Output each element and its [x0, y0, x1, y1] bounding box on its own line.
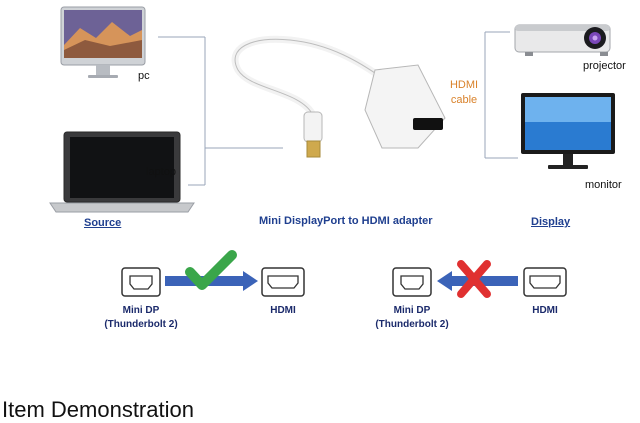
projector-label: projector	[583, 60, 626, 72]
flow-bad-source-label: Mini DP (Thunderbolt 2)	[371, 304, 453, 332]
monitor-label: monitor	[585, 179, 622, 191]
pc-icon	[60, 6, 146, 78]
adapter-heading: Mini DisplayPort to HDMI adapter	[259, 215, 433, 227]
flow-ok-source-line1: Mini DP	[122, 305, 160, 316]
source-connector-lines	[158, 36, 283, 186]
flow-ok-target-label: HDMI	[270, 305, 296, 316]
source-heading: Source	[84, 217, 122, 229]
laptop-icon	[49, 131, 195, 213]
display-connector-lines	[484, 31, 518, 159]
laptop-label: laptop	[146, 166, 176, 178]
hdmi-cable-label: HDMI cable	[447, 78, 481, 108]
hdmi-cable-label-line2: cable	[450, 94, 478, 106]
arrow-left-icon	[452, 276, 518, 286]
display-heading: Display	[531, 216, 571, 228]
flow-ok-source-label: Mini DP (Thunderbolt 2)	[100, 304, 182, 332]
projector-icon	[514, 24, 611, 56]
check-icon	[185, 250, 237, 290]
flow-bad-source-line1: Mini DP	[393, 305, 431, 316]
flow-bad-target-label: HDMI	[532, 305, 558, 316]
cross-icon	[457, 260, 491, 298]
monitor-icon	[521, 93, 615, 169]
pc-label: pc	[138, 70, 150, 82]
footer-title: Item Demonstration	[2, 397, 194, 422]
adapter-icon	[231, 35, 446, 158]
flow-bad-source-line2: (Thunderbolt 2)	[375, 319, 449, 330]
flow-ok-graphics	[121, 250, 305, 297]
flow-bad-graphics	[392, 260, 567, 298]
hdmi-cable-label-line1: HDMI	[449, 79, 479, 91]
flow-ok-source-line2: (Thunderbolt 2)	[104, 319, 178, 330]
